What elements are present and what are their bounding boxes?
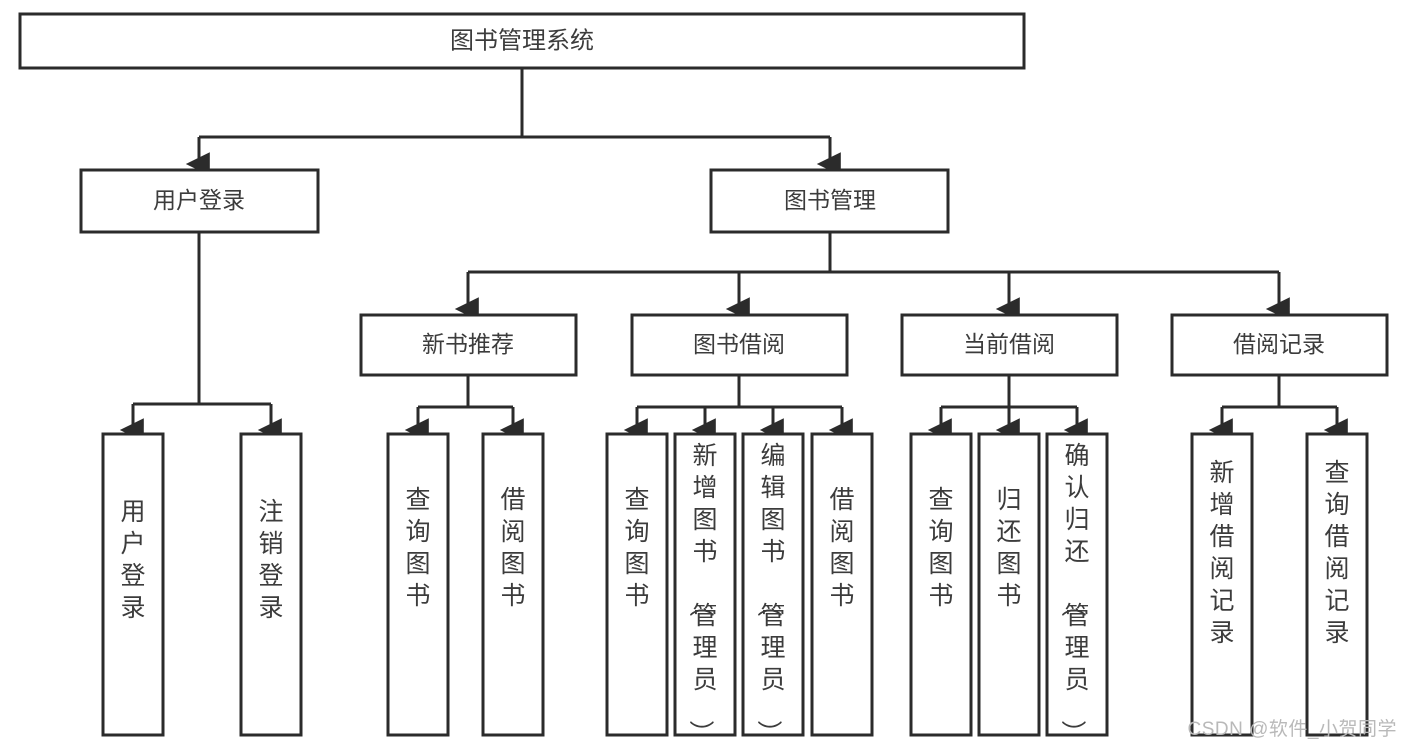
- leaf-borrow-record-2-label: 查询借阅记录: [1324, 459, 1349, 647]
- leaf-new-book-1-label: 查询图书: [405, 486, 430, 610]
- node-book-borrow-box: [630, 313, 849, 377]
- node-root-label: 图书管理系统: [450, 27, 594, 54]
- leaf-book-borrow-1-box: [605, 432, 669, 737]
- leaf-book-borrow-2[interactable]: 新增图书（管理员）: [673, 432, 737, 745]
- node-book-manage-box: [709, 168, 950, 234]
- leaf-book-borrow-2-label: 新增图书（管理员）: [686, 442, 717, 745]
- node-book-borrow[interactable]: 图书借阅: [630, 313, 849, 377]
- node-root-box: [18, 12, 1026, 70]
- leaf-current-borrow-1-label: 查询图书: [928, 486, 953, 610]
- leaf-user-login-1[interactable]: 用户登录: [101, 432, 165, 737]
- node-book-borrow-label: 图书借阅: [693, 331, 785, 357]
- leaf-new-book-2-label: 借阅图书: [500, 486, 525, 610]
- leaf-borrow-record-1-label: 新增借阅记录: [1209, 459, 1234, 647]
- leaf-book-borrow-2-box: [673, 432, 737, 737]
- leaf-borrow-record-1-box: [1190, 432, 1254, 737]
- leaf-current-borrow-1-box: [909, 432, 973, 737]
- connectors: [119, 68, 1348, 442]
- leaf-current-borrow-3-box: [1045, 432, 1109, 737]
- leaf-new-book-2[interactable]: 借阅图书: [481, 432, 545, 737]
- leaf-current-borrow-3-label: 确认归还（管理员）: [1058, 442, 1089, 745]
- leaf-user-login-2-label: 注销登录: [258, 498, 283, 622]
- node-user-login-box: [79, 168, 320, 234]
- leaf-borrow-record-2[interactable]: 查询借阅记录: [1305, 432, 1369, 737]
- node-current-borrow-box: [900, 313, 1119, 377]
- node-borrow-record-box: [1170, 313, 1389, 377]
- node-borrow-record[interactable]: 借阅记录: [1170, 313, 1389, 377]
- leaf-book-borrow-4[interactable]: 借阅图书: [810, 432, 874, 737]
- leaf-book-borrow-4-box: [810, 432, 874, 737]
- node-current-borrow[interactable]: 当前借阅: [900, 313, 1119, 377]
- leaf-book-borrow-4-label: 借阅图书: [829, 486, 854, 610]
- node-root-book-system[interactable]: 图书管理系统: [18, 12, 1026, 70]
- leaf-book-borrow-3-label: 编辑图书（管理员）: [754, 442, 785, 745]
- leaf-user-login-1-label: 用户登录: [120, 498, 145, 622]
- node-new-book-recommend-label: 新书推荐: [422, 331, 514, 357]
- leaf-book-borrow-3[interactable]: 编辑图书（管理员）: [741, 432, 805, 745]
- node-user-login-label: 用户登录: [153, 187, 245, 213]
- leaf-new-book-1[interactable]: 查询图书: [386, 432, 450, 737]
- leaf-book-borrow-1[interactable]: 查询图书: [605, 432, 669, 737]
- leaf-user-login-2[interactable]: 注销登录: [239, 432, 303, 737]
- leaf-borrow-record-1[interactable]: 新增借阅记录: [1190, 432, 1254, 737]
- leaf-borrow-record-2-box: [1305, 432, 1369, 737]
- leaf-current-borrow-3[interactable]: 确认归还（管理员）: [1045, 432, 1109, 745]
- node-book-manage-label: 图书管理: [784, 187, 876, 213]
- leaf-user-login-2-box: [239, 432, 303, 737]
- leaf-current-borrow-2-label: 归还图书: [996, 486, 1021, 610]
- leaf-new-book-1-box: [386, 432, 450, 737]
- node-new-book-recommend-box: [359, 313, 578, 377]
- node-book-manage[interactable]: 图书管理: [709, 168, 950, 234]
- leaf-current-borrow-1[interactable]: 查询图书: [909, 432, 973, 737]
- leaf-current-borrow-2[interactable]: 归还图书: [977, 432, 1041, 737]
- leaf-current-borrow-2-box: [977, 432, 1041, 737]
- node-current-borrow-label: 当前借阅: [963, 331, 1055, 357]
- node-borrow-record-label: 借阅记录: [1233, 331, 1325, 357]
- leaf-user-login-1-box: [101, 432, 165, 737]
- leaf-book-borrow-3-box: [741, 432, 805, 737]
- csdn-watermark: CSDN @软件_小贺同学: [1187, 719, 1397, 740]
- leaf-new-book-2-box: [481, 432, 545, 737]
- node-new-book-recommend[interactable]: 新书推荐: [359, 313, 578, 377]
- node-user-login[interactable]: 用户登录: [79, 168, 320, 234]
- leaf-book-borrow-1-label: 查询图书: [624, 486, 649, 610]
